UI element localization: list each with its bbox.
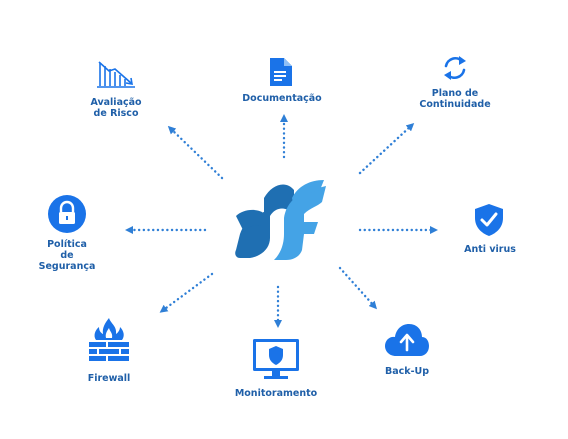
label-line: de Risco <box>93 108 139 119</box>
label-line: Avaliação <box>90 97 142 108</box>
firewall-icon <box>89 318 129 361</box>
label-monitoring: Monitoramento <box>224 388 328 399</box>
cloud-upload-icon <box>385 324 429 356</box>
label-documentation: Documentação <box>236 93 328 104</box>
label-line: Segurança <box>38 261 96 272</box>
label-security-policy: Política de Segurança <box>34 239 100 272</box>
label-line: de <box>60 250 74 261</box>
sync-icon <box>444 56 466 80</box>
label-line: Continuidade <box>419 99 491 110</box>
monitor-shield-icon <box>253 339 299 379</box>
logo-icon <box>235 180 326 260</box>
label-continuity-plan: Plano de Continuidade <box>414 88 496 110</box>
shield-check-icon <box>475 204 503 236</box>
label-line: Monitoramento <box>234 388 318 399</box>
arrow-to-backup <box>338 266 378 310</box>
label-line: Documentação <box>242 93 322 104</box>
arrow-to-continuity <box>358 122 415 175</box>
declining-chart-icon <box>97 61 135 88</box>
label-backup: Back-Up <box>378 366 436 377</box>
label-line: Firewall <box>87 373 131 384</box>
label-line: Política <box>47 239 87 250</box>
label-line: Anti virus <box>464 244 516 255</box>
label-line: Plano de <box>431 88 479 99</box>
arrow-to-firewall <box>159 272 214 313</box>
lock-icon <box>48 195 86 233</box>
label-firewall: Firewall <box>80 373 138 384</box>
document-icon <box>270 58 292 86</box>
label-antivirus: Anti virus <box>458 244 522 255</box>
label-risk-assessment: Avaliação de Risco <box>84 97 148 119</box>
arrow-to-risk <box>167 125 224 180</box>
label-line: Back-Up <box>384 366 430 377</box>
